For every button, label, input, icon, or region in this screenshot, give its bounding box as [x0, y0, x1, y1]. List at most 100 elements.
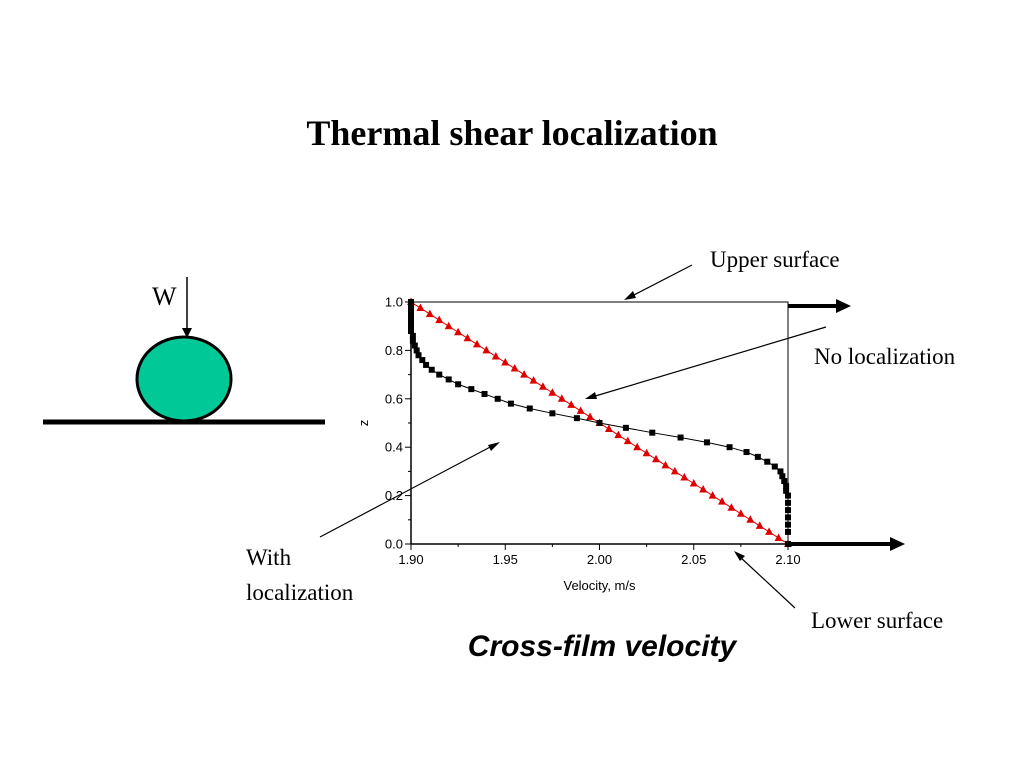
- no-localization-point: [444, 321, 453, 330]
- with-localization-point: [743, 449, 750, 456]
- with-localization-point: [779, 473, 786, 480]
- with-localization-point: [408, 308, 414, 315]
- with-localization-point: [408, 303, 414, 310]
- upper-surface-pointer: [629, 264, 693, 298]
- with-localization-point: [781, 478, 788, 485]
- with-localization-point: [507, 400, 514, 407]
- with-localization-point: [596, 420, 603, 426]
- with-localization-point: [408, 318, 414, 325]
- with-localization-point: [785, 528, 791, 535]
- with-localization-pointer-head: [488, 442, 500, 451]
- ball-illustration: [135, 335, 233, 423]
- y-tick-label: 0.8: [385, 343, 403, 358]
- with-localization-point: [415, 352, 422, 359]
- with-localization-point: [777, 468, 784, 475]
- with-localization-point: [419, 357, 426, 364]
- with-localization-point: [622, 424, 629, 431]
- no-localization-point: [708, 491, 717, 499]
- with-localization-point: [785, 514, 791, 521]
- with-localization-pointer: [319, 444, 495, 538]
- with-localization-point: [445, 376, 452, 383]
- with-localization-point: [549, 410, 556, 417]
- no-localization-point: [538, 382, 547, 390]
- no-localization-point: [548, 388, 557, 396]
- with-localization-point: [468, 386, 475, 393]
- x-tick-label: 1.95: [493, 552, 518, 567]
- no-localization-point: [501, 358, 510, 366]
- with-localization-callout-line1: With: [246, 545, 292, 570]
- no-localization-point: [491, 351, 500, 360]
- with-localization-point: [423, 361, 430, 368]
- with-localization-point: [783, 482, 790, 489]
- no-localization-pointer-head: [585, 392, 597, 399]
- y-tick-label: 0.6: [385, 391, 403, 406]
- no-localization-point: [736, 509, 745, 517]
- load-arrowhead: [182, 328, 192, 338]
- with-localization-point: [526, 405, 533, 412]
- y-axis-label: z: [356, 420, 371, 427]
- no-localization-point: [510, 364, 519, 372]
- x-tick-label: 2.00: [587, 552, 612, 567]
- x-axis-label: Velocity, m/s: [563, 578, 636, 593]
- upper-surface-arrowhead: [836, 299, 851, 313]
- no-localization-point: [472, 339, 481, 348]
- no-localization-point: [623, 436, 632, 445]
- lower-surface-pointer-head: [734, 551, 745, 561]
- no-localization-point: [699, 485, 708, 493]
- with-localization-point: [481, 390, 488, 397]
- no-localization-point: [586, 412, 595, 420]
- with-localization-point: [785, 521, 791, 528]
- upper-surface-callout: Upper surface: [710, 247, 840, 272]
- with-localization-point: [573, 415, 580, 422]
- x-tick-label: 2.10: [775, 552, 800, 567]
- no-localization-point: [463, 333, 472, 342]
- no-localization-point: [416, 303, 425, 312]
- no-localization-point: [633, 442, 642, 451]
- upper-surface-pointer-head: [624, 291, 636, 300]
- no-localization-point: [614, 430, 623, 439]
- no-localization-point: [557, 394, 566, 402]
- with-localization-point: [677, 434, 684, 441]
- no-localization-point: [661, 460, 670, 469]
- lower-surface-pointer: [738, 555, 796, 609]
- no-localization-point: [604, 424, 613, 433]
- no-localization-callout: No localization: [814, 344, 956, 369]
- no-localization-point: [435, 315, 444, 324]
- no-localization-point: [755, 521, 764, 529]
- with-localization-point: [409, 332, 416, 339]
- no-localization-point: [454, 327, 463, 336]
- with-localization-point: [411, 342, 418, 349]
- no-localization-point: [774, 533, 783, 541]
- with-localization-point: [785, 507, 791, 514]
- no-localization-point: [670, 466, 679, 475]
- x-tick-label: 1.90: [398, 552, 423, 567]
- no-localization-point: [425, 309, 434, 318]
- with-localization-point: [785, 492, 791, 499]
- no-localization-point: [567, 400, 576, 408]
- no-localization-point: [520, 370, 529, 378]
- no-localization-point: [727, 503, 736, 511]
- with-localization-point: [494, 395, 501, 402]
- with-localization-callout-line2: localization: [246, 580, 354, 605]
- with-localization-point: [455, 381, 462, 388]
- with-localization-point: [771, 463, 778, 470]
- load-label: W: [152, 282, 177, 311]
- no-localization-point: [482, 345, 491, 354]
- with-localization-point: [783, 487, 790, 494]
- with-localization-point: [408, 299, 414, 305]
- with-localization-point: [408, 313, 414, 320]
- no-localization-point: [689, 479, 698, 487]
- series-with-localization: [408, 299, 791, 547]
- with-localization-point: [754, 453, 761, 460]
- with-localization-point: [428, 366, 435, 373]
- with-localization-point: [408, 328, 414, 335]
- no-localization-point: [576, 406, 585, 414]
- with-localization-point: [785, 499, 791, 506]
- chart-caption: Cross-film velocity: [467, 630, 737, 663]
- with-localization-point: [649, 429, 656, 436]
- with-localization-point: [436, 371, 443, 378]
- no-localization-point: [680, 472, 689, 481]
- no-localization-point: [642, 448, 651, 457]
